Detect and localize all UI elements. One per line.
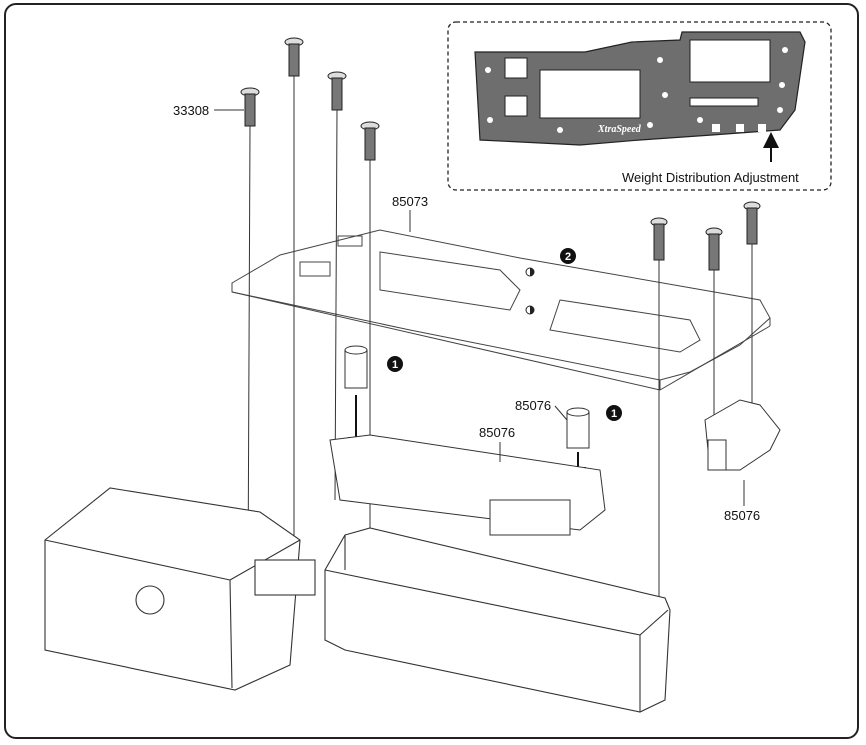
receiver-box [44,487,316,691]
inset-panel: XtraSpeed Weight Distribution Adjustment [447,21,832,191]
inset-logo: XtraSpeed [597,124,642,135]
part-label-85076-left: 85076 [479,425,515,440]
svg-text:2: 2 [565,251,571,263]
screw-group [240,37,761,271]
screw-front-center [360,121,380,161]
screw-right-3 [743,201,761,245]
mount-rail [329,434,606,536]
screw-33308 [240,87,260,127]
screw-right-1 [650,217,668,261]
step-badge-2: 2 [560,248,576,264]
mount-bracket-right [704,399,781,471]
screw-rear-center [327,71,347,111]
battery-box [324,527,671,713]
svg-text:1: 1 [611,408,617,420]
inset-caption: Weight Distribution Adjustment [622,170,799,185]
step-badge-1-center: 1 [606,405,622,421]
part-label-85076-right: 85076 [724,508,760,523]
screw-right-2 [705,227,723,271]
chassis-plate [231,229,771,391]
svg-text:1: 1 [392,359,398,371]
part-label-85073: 85073 [392,194,428,209]
part-label-85076-center: 85076 [515,398,551,413]
step-badge-1-left: 1 [387,356,403,372]
mount-post-left [344,345,368,453]
screw-rear-left [284,37,304,77]
part-label-33308: 33308 [173,103,209,118]
mount-post-center [566,407,590,483]
plate-weight-markers [525,267,535,315]
